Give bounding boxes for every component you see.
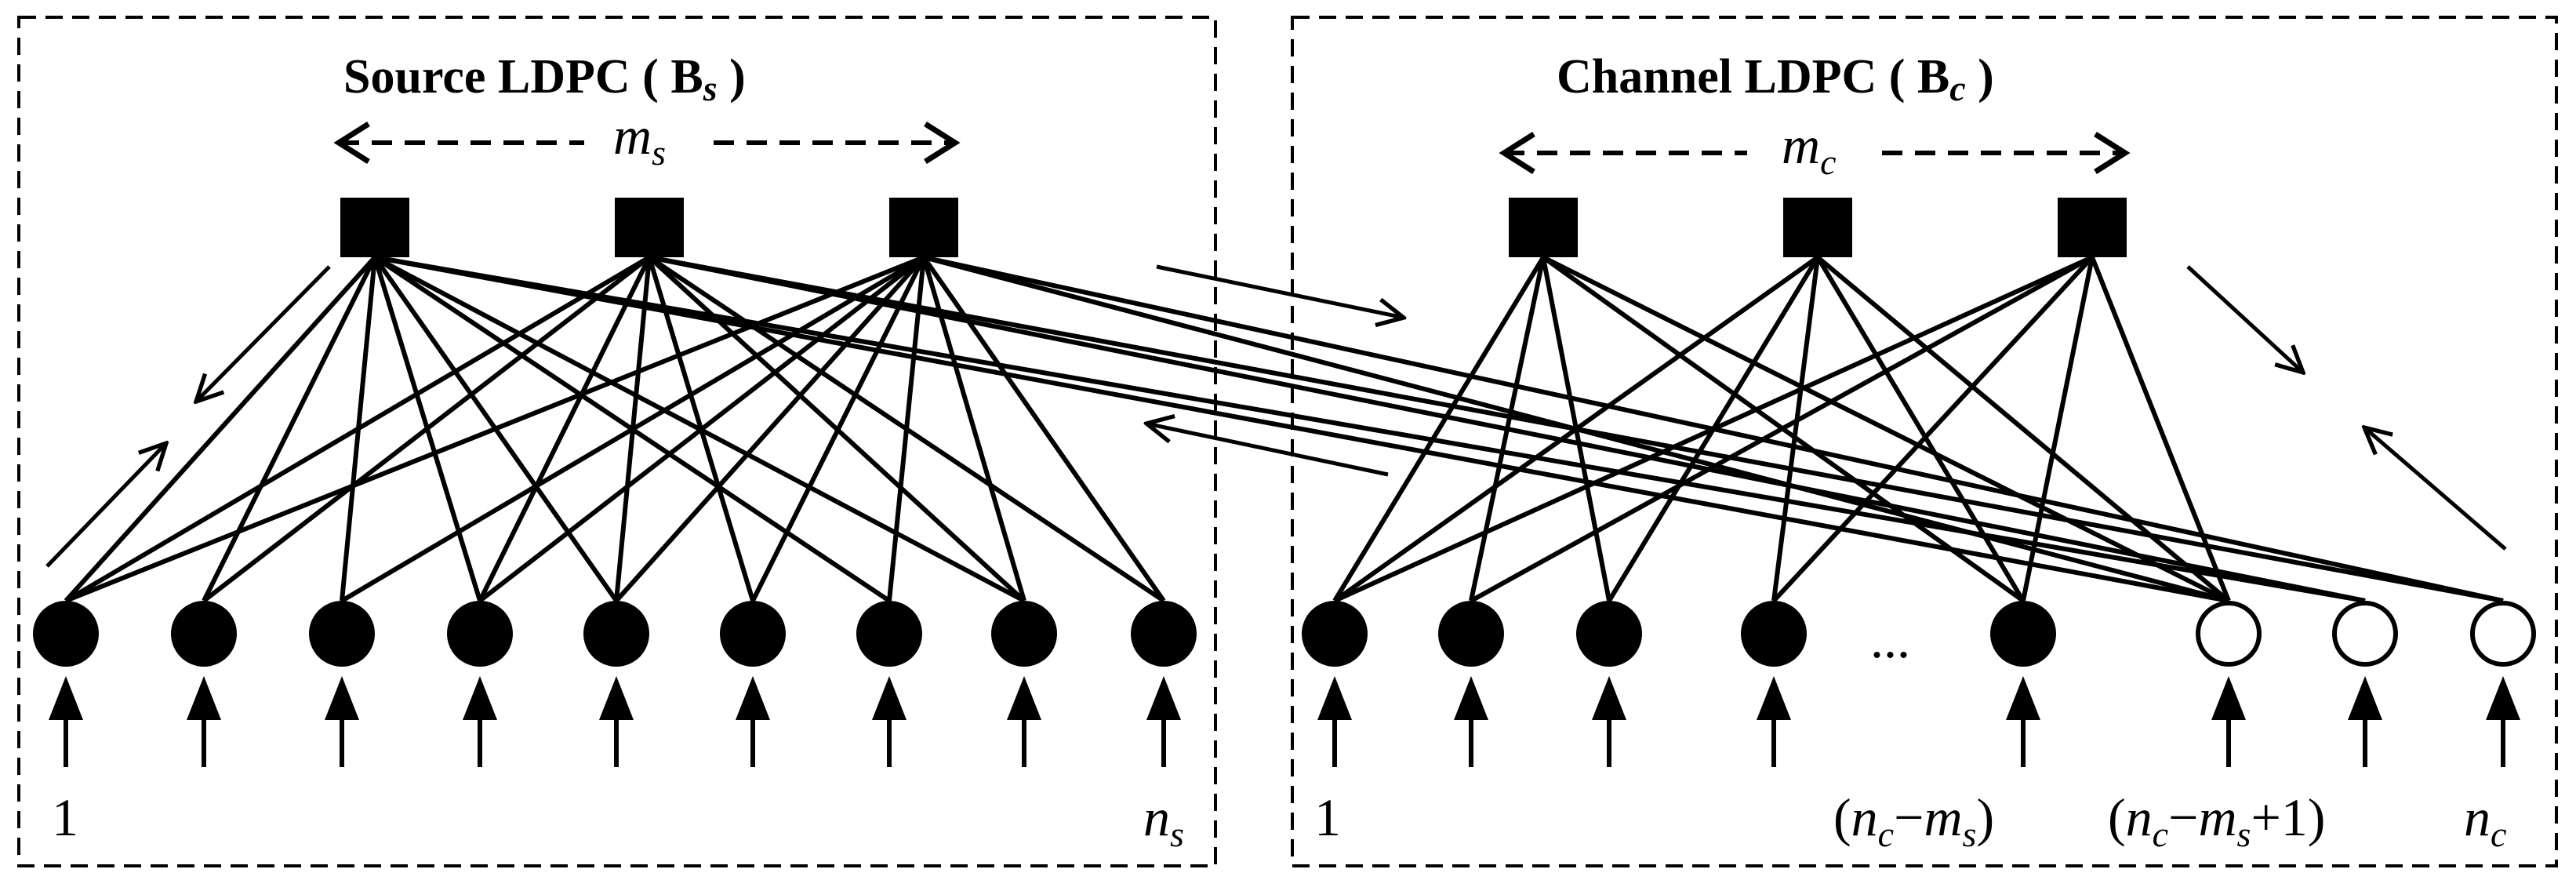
- channel-edge: [1816, 255, 2230, 603]
- input-arrowhead: [2348, 676, 2382, 720]
- source-edge: [64, 255, 651, 603]
- source-variable-node: [991, 601, 1057, 667]
- input-arrowhead: [1007, 676, 1041, 720]
- source-panel-title: Source LDPC ( Bs ): [343, 50, 746, 108]
- source-edge: [340, 255, 925, 603]
- channel-check-node: [2058, 198, 2127, 257]
- input-arrowhead: [1757, 676, 1791, 720]
- input-arrowhead: [872, 676, 907, 720]
- input-arrowhead: [1592, 676, 1626, 720]
- variable-nodes: [33, 601, 2536, 667]
- tanner-edges: [64, 255, 2504, 603]
- source-variable-node: [856, 601, 922, 667]
- source-span-label: ms: [613, 106, 666, 173]
- channel-panel-title: Channel LDPC ( Bc ): [1557, 50, 1994, 108]
- input-arrowhead: [2486, 676, 2520, 720]
- channel-edge: [1771, 255, 2095, 603]
- input-arrowhead: [1317, 676, 1352, 720]
- source-variable-node: [171, 601, 237, 667]
- cross-edge: [374, 255, 2366, 603]
- source-edge: [202, 255, 651, 603]
- source-check-node: [340, 198, 409, 257]
- parity-variable-node: [2470, 601, 2536, 667]
- source-variable-node: [309, 601, 375, 667]
- channel-span-label: mc: [1782, 115, 1837, 182]
- source-first-label: 1: [52, 787, 78, 847]
- cross-edge: [923, 255, 2504, 603]
- channel-edge: [1815, 256, 2026, 602]
- input-arrows: [49, 676, 2520, 767]
- source-variable-node: [447, 601, 513, 667]
- message-flow-arrow: [1156, 264, 1404, 318]
- channel-edge: [1771, 256, 1820, 602]
- source-variable-node: [583, 601, 649, 667]
- input-arrowhead: [736, 676, 770, 720]
- input-arrowhead: [2006, 676, 2040, 720]
- source-check-node: [889, 198, 958, 257]
- source-edge: [64, 255, 377, 603]
- channel-ellipsis: ...: [1870, 609, 1910, 669]
- input-arrowhead: [1454, 676, 1488, 720]
- message-flow-arrow: [196, 265, 331, 402]
- parity-variable-node: [2332, 601, 2398, 667]
- channel-variable-node: [1438, 601, 1504, 667]
- channel-variable-node: [1741, 601, 1807, 667]
- channel-panel-box: [1291, 16, 2558, 867]
- source-edge: [887, 256, 926, 602]
- channel-last-label: nc: [2464, 787, 2506, 854]
- input-arrowhead: [599, 676, 634, 720]
- message-flow-arrow: [2364, 427, 2507, 551]
- source-edge: [750, 256, 926, 602]
- cross-edge: [374, 255, 2229, 603]
- channel-variable-node: [1302, 601, 1368, 667]
- input-arrowhead: [187, 676, 221, 720]
- check-nodes: [340, 198, 2127, 257]
- input-arrowhead: [2211, 676, 2246, 720]
- channel-first-label: 1: [1314, 787, 1341, 847]
- channel-variable-node: [1990, 601, 2056, 667]
- input-arrowhead: [49, 676, 83, 720]
- parity-variable-node: [2196, 601, 2262, 667]
- channel-span-indicator: mc: [1499, 115, 2131, 182]
- cross-edge: [923, 255, 2229, 603]
- source-edge: [64, 255, 925, 603]
- source-variable-node: [1131, 601, 1197, 667]
- channel-mid2-label: (nc−ms+1): [2108, 787, 2325, 854]
- source-last-label: ns: [1143, 787, 1184, 854]
- channel-edge: [1542, 255, 2230, 603]
- source-check-node: [615, 198, 684, 257]
- source-edge: [478, 255, 925, 603]
- message-flow-arrows: [45, 264, 2507, 568]
- channel-variable-node: [1576, 601, 1642, 667]
- source-panel-box: [17, 16, 1217, 867]
- message-flow-arrow: [45, 443, 166, 568]
- channel-edge: [1470, 255, 2094, 603]
- input-arrowhead: [463, 676, 497, 720]
- source-edge: [202, 256, 377, 602]
- source-edge: [614, 255, 926, 603]
- source-variable-node: [33, 601, 99, 667]
- source-variable-node: [720, 601, 786, 667]
- cross-edge: [649, 255, 2366, 603]
- input-arrowhead: [1146, 676, 1181, 720]
- channel-edge: [1332, 256, 1546, 602]
- source-span-indicator: ms: [333, 106, 961, 173]
- channel-check-node: [1509, 198, 1578, 257]
- source-edge: [478, 256, 652, 602]
- message-flow-arrow: [2186, 265, 2303, 373]
- message-flow-arrow: [1146, 424, 1389, 477]
- channel-check-node: [1783, 198, 1852, 257]
- channel-mid-label: (nc−ms): [1833, 787, 1994, 854]
- input-arrowhead: [325, 676, 359, 720]
